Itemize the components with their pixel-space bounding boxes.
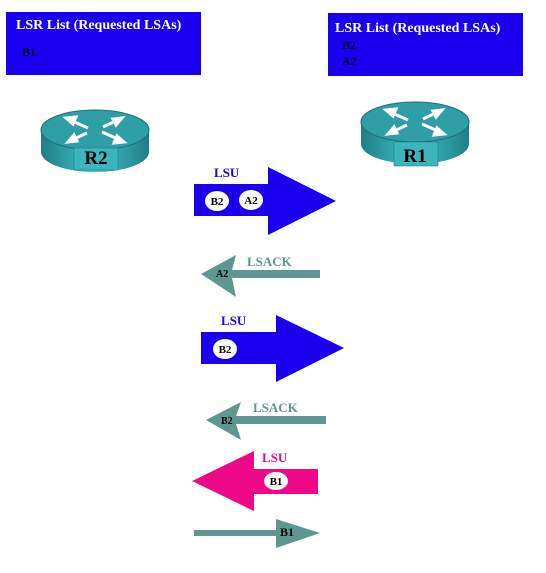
lsack-arrow-1: LSACK A2 bbox=[201, 254, 320, 297]
lsack-arrow-3: B1 bbox=[194, 519, 320, 548]
message-label: LSACK bbox=[253, 400, 299, 415]
message-label: LSU bbox=[221, 313, 247, 328]
lsa-id: B2 bbox=[219, 344, 232, 356]
lsr-list-item: B2 bbox=[342, 38, 357, 52]
router-name: R1 bbox=[403, 146, 426, 167]
lsr-list-item: A2 bbox=[342, 54, 357, 68]
lsr-list-r2: LSR List (Requested LSAs) B1 bbox=[6, 12, 201, 75]
lsa-id: A2 bbox=[244, 195, 258, 207]
lsu-arrow-1: LSU B2 A2 bbox=[194, 165, 336, 235]
lsu-arrow-3: LSU B1 bbox=[192, 450, 318, 511]
message-label: LSU bbox=[262, 450, 288, 465]
router-r1: R1 bbox=[360, 101, 470, 167]
message-label: LSACK bbox=[247, 254, 293, 269]
lsa-id: B2 bbox=[211, 196, 224, 208]
lsa-id: B1 bbox=[270, 476, 283, 488]
lsr-list-r1: LSR List (Requested LSAs) B2 A2 bbox=[328, 13, 523, 76]
lsu-arrow-2: LSU B2 bbox=[201, 313, 344, 382]
lsr-list-item: B1 bbox=[22, 45, 37, 59]
router-icon bbox=[360, 101, 470, 167]
router-icon bbox=[40, 109, 150, 172]
router-r2: R2 bbox=[40, 109, 150, 172]
lsr-list-title: LSR List (Requested LSAs) bbox=[335, 21, 501, 36]
lsa-id: A2 bbox=[216, 269, 228, 280]
lsr-list-title: LSR List (Requested LSAs) bbox=[16, 18, 182, 33]
router-name: R2 bbox=[84, 148, 107, 169]
lsack-arrow-2: LSACK B2 bbox=[206, 400, 326, 440]
lsa-id: B1 bbox=[280, 525, 294, 539]
message-label: LSU bbox=[214, 165, 240, 180]
lsa-id: B2 bbox=[221, 416, 233, 427]
